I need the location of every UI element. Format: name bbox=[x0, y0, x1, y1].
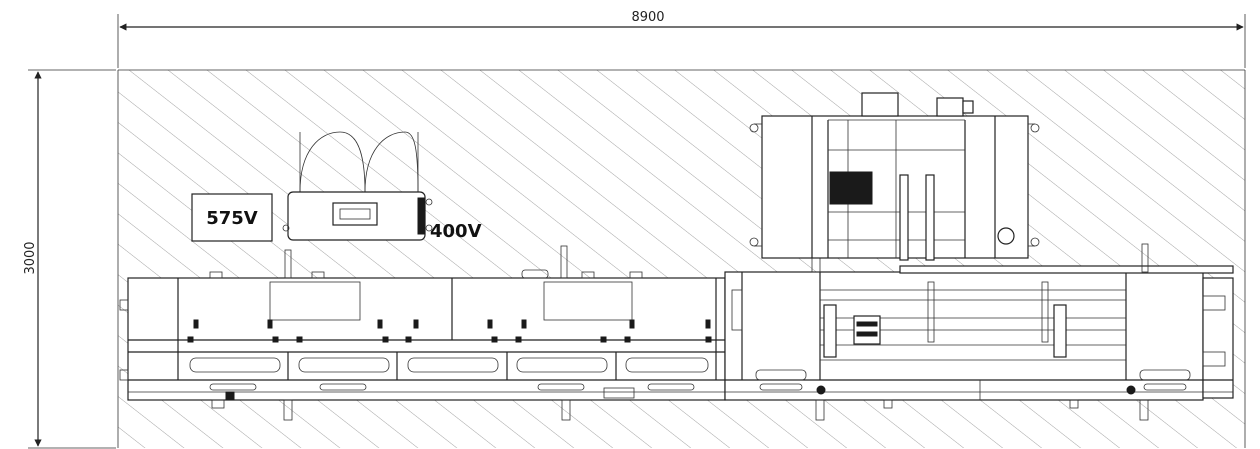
upper-unit bbox=[749, 92, 1040, 261]
width-dimension: 8900 bbox=[117, 10, 1246, 68]
width-dimension-label: 8900 bbox=[631, 10, 664, 25]
voltage-575-label: 575V bbox=[206, 208, 258, 229]
electrical-cabinet: 400V bbox=[282, 131, 482, 242]
voltage-400-label: 400V bbox=[430, 221, 482, 242]
left-machine-module bbox=[119, 245, 726, 421]
right-machine-module bbox=[724, 243, 1234, 421]
height-dimension: 3000 bbox=[23, 69, 116, 449]
height-dimension-label: 3000 bbox=[23, 241, 38, 274]
transformer-575v: 575V bbox=[191, 193, 273, 242]
